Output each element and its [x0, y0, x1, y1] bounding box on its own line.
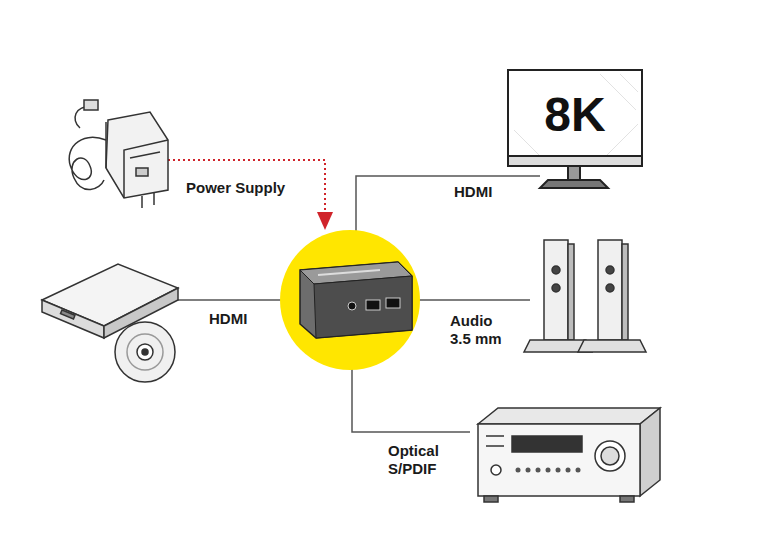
- av-receiver: [478, 408, 660, 502]
- receiver-button: [536, 468, 541, 473]
- speakers: [524, 240, 646, 352]
- power-label: Power Supply: [184, 179, 287, 197]
- power-supply-adapter: [69, 100, 168, 208]
- receiver-button: [566, 468, 571, 473]
- screen-text: 8K: [544, 87, 605, 142]
- dvd-player: [42, 264, 178, 382]
- receiver-button: [526, 468, 531, 473]
- receiver-button: [516, 468, 521, 473]
- receiver-button: [556, 468, 561, 473]
- monitor: [508, 70, 642, 188]
- receiver-button: [576, 468, 581, 473]
- highlight-circle: [280, 230, 420, 370]
- optical-label: Optical S/PDIF: [386, 442, 456, 478]
- converter-device: [300, 262, 412, 338]
- receiver-button: [546, 468, 551, 473]
- cable-lines: [178, 176, 540, 432]
- hdmi-label: HDMI: [452, 183, 494, 201]
- hdmi-label: HDMI: [207, 310, 249, 328]
- power-arrow: [168, 160, 325, 222]
- audio-label: Audio 3.5 mm: [448, 312, 510, 348]
- monitor-screen: 8K: [512, 74, 638, 154]
